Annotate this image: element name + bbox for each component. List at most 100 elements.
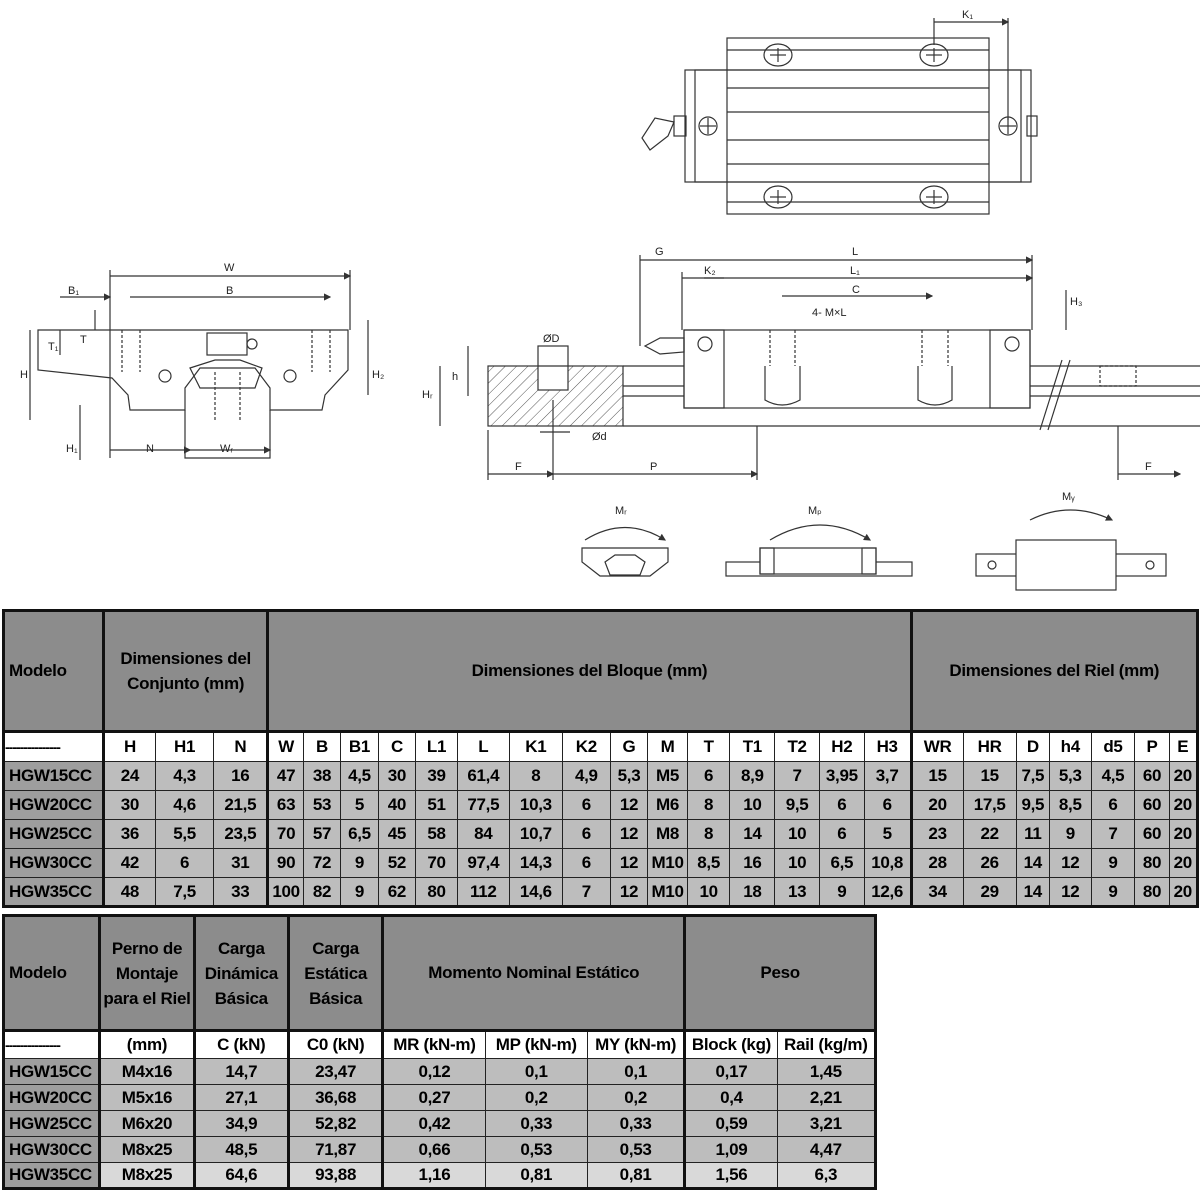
value-cell: 61,4	[456, 761, 510, 791]
value-cell: 30	[377, 761, 417, 791]
value-cell: 4,6	[154, 790, 215, 820]
value-cell: M8x25	[98, 1162, 195, 1189]
end-view-drawing	[29, 270, 369, 460]
label-L: L	[852, 246, 858, 258]
value-cell: 72	[302, 848, 342, 878]
value-cell: 16	[729, 848, 776, 878]
col-header-d: D	[1015, 731, 1050, 762]
value-cell: 13	[774, 877, 820, 907]
col-header-h2: H2	[818, 731, 865, 762]
value-cell: 29	[962, 877, 1017, 907]
value-cell: 0,42	[381, 1110, 486, 1137]
value-cell: 40	[377, 790, 417, 820]
value-cell: 14	[1015, 877, 1050, 907]
value-cell: 53	[302, 790, 342, 820]
label-D: ØD	[543, 333, 560, 345]
value-cell: 3,21	[776, 1110, 877, 1137]
value-cell: 9	[340, 877, 379, 907]
model-cell: HGW25CC	[3, 819, 104, 849]
model-cell: HGW30CC	[3, 848, 104, 878]
value-cell: 33	[213, 877, 269, 907]
value-cell: 34,9	[192, 1110, 289, 1137]
value-cell: 10	[729, 790, 776, 820]
col-header-h4: h4	[1048, 731, 1092, 762]
value-cell: 82	[302, 877, 342, 907]
header-perno: Perno de Montaje para el Riel	[98, 915, 195, 1032]
value-cell: 12	[609, 848, 649, 878]
value-cell: M10	[647, 877, 688, 907]
label-B: B	[226, 285, 233, 297]
model-cell: HGW25CC	[2, 1110, 101, 1137]
col-header-4: MP (kN-m)	[484, 1030, 588, 1059]
col-header-b1: B1	[340, 731, 379, 762]
value-cell: 84	[456, 819, 510, 849]
model-cell: HGW15CC	[3, 761, 104, 791]
value-cell: 12	[609, 877, 649, 907]
value-cell: 70	[266, 819, 304, 849]
value-cell: 8	[686, 819, 731, 849]
value-cell: 8	[508, 761, 563, 791]
col-header-0: (mm)	[98, 1030, 195, 1059]
col-header-l: L	[456, 731, 510, 762]
value-cell: 12	[609, 819, 649, 849]
label-MR: Mᵣ	[615, 505, 627, 517]
value-cell: 0,53	[484, 1136, 588, 1163]
col-header-l1: L1	[415, 731, 458, 762]
value-cell: 27,1	[192, 1084, 289, 1111]
label-T1: T₁	[48, 341, 59, 353]
label-G: G	[655, 246, 664, 258]
value-cell: 20	[1168, 877, 1199, 907]
value-cell: 14,6	[508, 877, 563, 907]
value-cell: 3,95	[818, 761, 865, 791]
value-cell: 15	[962, 761, 1017, 791]
col-header-3: MR (kN-m)	[381, 1030, 486, 1059]
value-cell: 4,5	[1090, 761, 1136, 791]
value-cell: 8,5	[1048, 790, 1092, 820]
value-cell: 14	[729, 819, 776, 849]
value-cell: M6x20	[98, 1110, 195, 1137]
header-dimensiones-conjunto: Dimensiones del Conjunto (mm)	[101, 610, 269, 733]
value-cell: M6	[647, 790, 688, 820]
value-cell: 48,5	[192, 1136, 289, 1163]
col-header-t: T	[686, 731, 731, 762]
label-K2: K₂	[704, 265, 716, 277]
value-cell: 39	[415, 761, 458, 791]
value-cell: 60	[1134, 790, 1170, 820]
value-cell: 0,12	[381, 1058, 486, 1085]
value-cell: 60	[1134, 819, 1170, 849]
moment-roll-drawing	[581, 526, 669, 577]
label-C: C	[852, 284, 860, 296]
value-cell: 57	[302, 819, 342, 849]
value-cell: 0,1	[586, 1058, 686, 1085]
value-cell: M10	[647, 848, 688, 878]
label-K1: K₁	[962, 9, 973, 21]
value-cell: 0,17	[683, 1058, 778, 1085]
header-dimensiones-riel: Dimensiones del Riel (mm)	[909, 610, 1199, 733]
value-cell: 1,45	[776, 1058, 877, 1085]
value-cell: 21,5	[213, 790, 269, 820]
col-header-2: C0 (kN)	[286, 1030, 384, 1059]
value-cell: 20	[909, 790, 964, 820]
label-MY: Mᵧ	[1062, 491, 1075, 503]
dash-row-label-2: ---------------	[2, 1030, 101, 1059]
value-cell: 36,68	[286, 1084, 384, 1111]
col-header-t2: T2	[774, 731, 820, 762]
value-cell: 0,33	[484, 1110, 588, 1137]
value-cell: 10	[774, 819, 820, 849]
value-cell: 5,3	[1048, 761, 1092, 791]
label-HR: Hᵣ	[422, 389, 433, 401]
label-W: W	[224, 262, 235, 274]
dash-row-label: ---------------	[3, 731, 104, 762]
value-cell: 47	[266, 761, 304, 791]
model-cell: HGW20CC	[2, 1084, 101, 1111]
col-header-c: C	[377, 731, 417, 762]
side-view-drawing	[439, 255, 1200, 480]
value-cell: 9	[818, 877, 865, 907]
value-cell: 58	[415, 819, 458, 849]
model-cell: HGW30CC	[2, 1136, 101, 1163]
value-cell: 2,21	[776, 1084, 877, 1111]
